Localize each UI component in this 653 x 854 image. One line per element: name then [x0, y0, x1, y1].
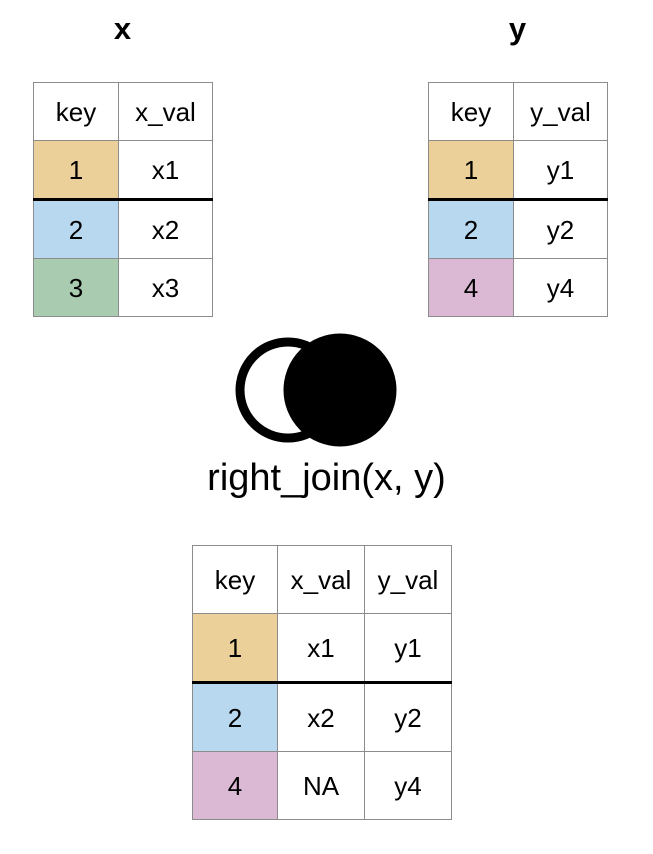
table-y-cell-y_val-2: y2 — [513, 199, 608, 259]
table-result-cell-y_val-1: y1 — [364, 613, 452, 684]
table-x-header-row: key x_val — [33, 82, 213, 141]
table-y-cell-y_val-4: y4 — [513, 258, 608, 317]
table-result-cell-y_val-4: y4 — [364, 751, 452, 820]
table-y-title: y — [508, 11, 527, 46]
table-row: 2 y2 — [428, 199, 608, 259]
table-x-cell-key-3: 3 — [33, 258, 119, 317]
table-y-header-y_val: y_val — [513, 82, 608, 141]
table-y-cell-key-2: 2 — [428, 199, 514, 259]
table-row: 4 y4 — [428, 258, 608, 317]
table-y-cell-key-1: 1 — [428, 140, 514, 201]
table-row: 1 x1 y1 — [192, 613, 452, 684]
venn-circle-right-y-filled — [283, 333, 397, 447]
table-y-header-row: key y_val — [428, 82, 608, 141]
venn-svg — [235, 333, 397, 447]
table-x-cell-x_val-3: x3 — [118, 258, 213, 317]
table-row: 1 x1 — [33, 140, 213, 201]
join-operation-label: right_join(x, y) — [207, 457, 446, 499]
table-result-header-row: key x_val y_val — [192, 545, 452, 614]
table-result-header-y_val: y_val — [364, 545, 452, 614]
table-y: key y_val 1 y1 2 y2 4 y4 — [428, 82, 608, 317]
table-row: 1 y1 — [428, 140, 608, 201]
table-result-cell-x_val-4: NA — [277, 751, 365, 820]
table-x: key x_val 1 x1 2 x2 3 x3 — [33, 82, 213, 317]
table-result-header-key: key — [192, 545, 278, 614]
table-x-cell-x_val-2: x2 — [118, 199, 213, 259]
table-row: 3 x3 — [33, 258, 213, 317]
table-row: 2 x2 — [33, 199, 213, 259]
table-y-cell-key-4: 4 — [428, 258, 514, 317]
table-x-cell-key-1: 1 — [33, 140, 119, 201]
table-row: 2 x2 y2 — [192, 682, 452, 752]
table-y-cell-y_val-1: y1 — [513, 140, 608, 201]
table-result-cell-x_val-2: x2 — [277, 682, 365, 752]
venn-diagram-right-join — [228, 330, 398, 450]
table-result-header-x_val: x_val — [277, 545, 365, 614]
table-result: key x_val y_val 1 x1 y1 2 x2 y2 4 NA y4 — [192, 545, 452, 820]
table-y-header-key: key — [428, 82, 514, 141]
table-x-header-key: key — [33, 82, 119, 141]
table-x-cell-x_val-1: x1 — [118, 140, 213, 201]
table-result-cell-x_val-1: x1 — [277, 613, 365, 684]
table-x-header-x_val: x_val — [118, 82, 213, 141]
table-result-cell-y_val-2: y2 — [364, 682, 452, 752]
table-row: 4 NA y4 — [192, 751, 452, 820]
table-x-title: x — [113, 11, 132, 46]
table-x-cell-key-2: 2 — [33, 199, 119, 259]
table-result-cell-key-1: 1 — [192, 613, 278, 684]
table-result-cell-key-4: 4 — [192, 751, 278, 820]
table-result-cell-key-2: 2 — [192, 682, 278, 752]
